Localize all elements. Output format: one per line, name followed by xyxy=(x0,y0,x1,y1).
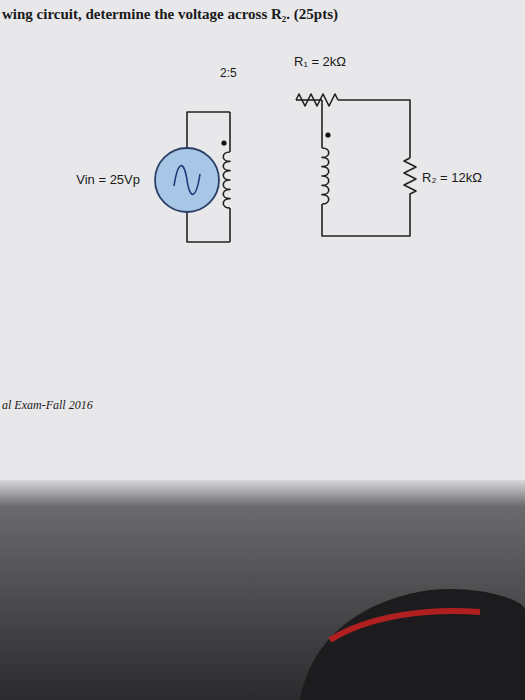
primary-coil xyxy=(223,152,230,208)
polarity-dot xyxy=(221,140,226,145)
resistor-label: R₂ = 12kΩ xyxy=(422,170,482,185)
polarity-dot xyxy=(325,132,330,137)
wire xyxy=(229,112,231,152)
wire xyxy=(187,212,230,242)
source-label: Vin = 25Vp xyxy=(76,172,140,187)
exam-footer: al Exam-Fall 2016 xyxy=(2,398,93,413)
shoe xyxy=(300,589,525,700)
turns-ratio: 2:5 xyxy=(220,66,237,80)
ac-source xyxy=(155,148,219,212)
resistor-symbol xyxy=(404,158,416,202)
floor-photo xyxy=(0,480,525,700)
wire xyxy=(229,208,231,242)
resistor-symbol xyxy=(296,94,338,106)
wire xyxy=(338,100,410,158)
resistor-label: R₁ = 2kΩ xyxy=(294,54,346,69)
secondary-coil xyxy=(322,148,329,204)
wire xyxy=(187,112,230,148)
wire xyxy=(321,100,323,148)
question-heading: wing circuit, determine the voltage acro… xyxy=(2,6,338,23)
shoe-stripe xyxy=(330,611,480,640)
wire xyxy=(322,202,410,236)
sine-symbol xyxy=(174,166,200,195)
